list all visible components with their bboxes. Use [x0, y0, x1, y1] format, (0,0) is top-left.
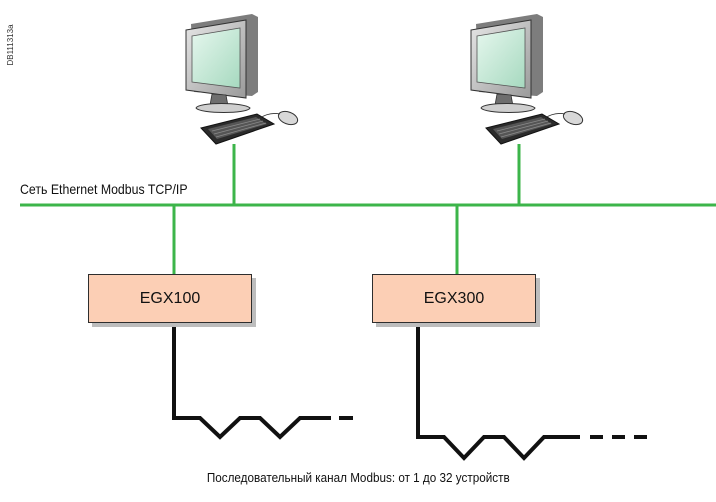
- gateway-egx300: EGX300: [372, 274, 536, 323]
- figure-code: DB111313a: [6, 24, 15, 66]
- serial-caption: Последовательный канал Modbus: от 1 до 3…: [206, 470, 510, 485]
- gateway-egx100: EGX100: [88, 274, 252, 323]
- serial-caption-wrapper: Последовательный канал Modbus: от 1 до 3…: [0, 470, 716, 485]
- ethernet-network-label: Сеть Ethernet Modbus TCP/IP: [20, 181, 188, 197]
- gateway-egx100-label: EGX100: [139, 289, 201, 307]
- desktop-computer-icon: [470, 13, 585, 145]
- gateway-egx300-label: EGX300: [423, 289, 485, 307]
- workstation-1: [185, 13, 300, 145]
- workstation-2: [470, 13, 585, 145]
- desktop-computer-icon: [185, 13, 300, 145]
- ethernet-network: [20, 144, 716, 274]
- serial-line-egx300: [416, 323, 580, 461]
- serial-lines: [172, 323, 647, 461]
- serial-line-egx100: [172, 323, 331, 440]
